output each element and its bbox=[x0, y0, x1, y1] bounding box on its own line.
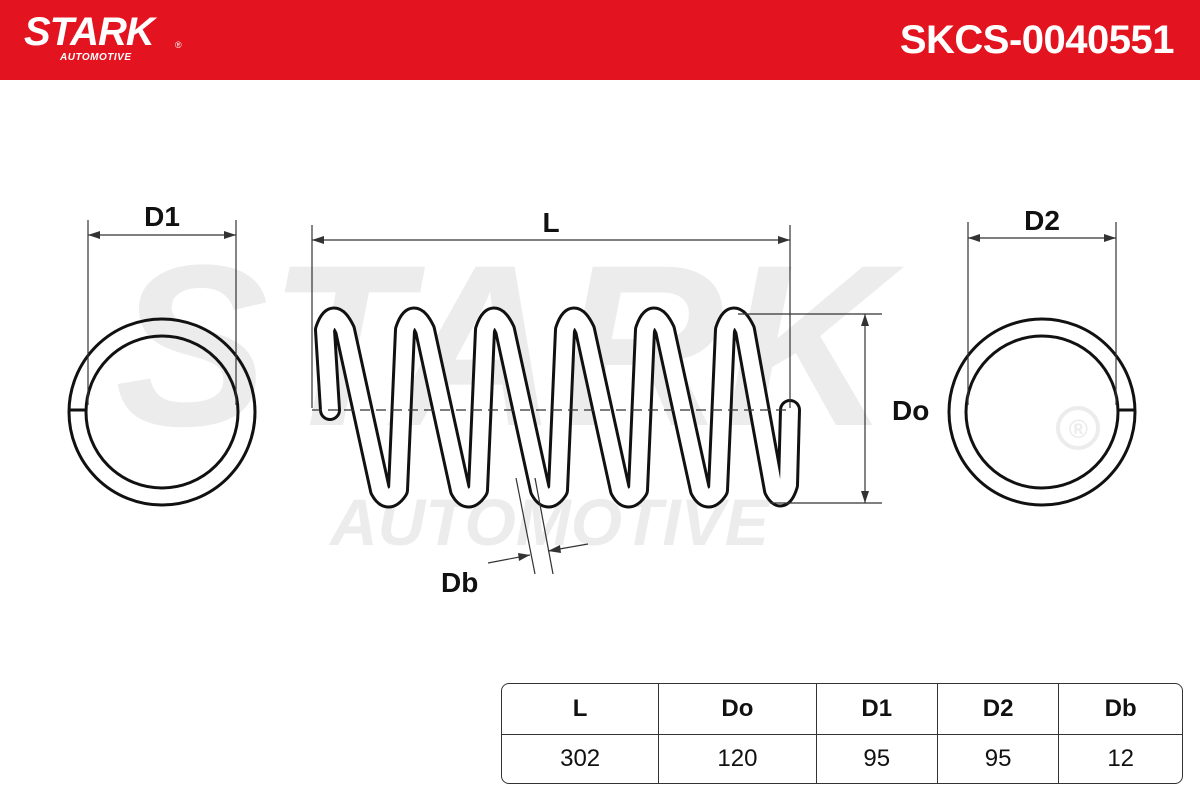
end-view-d1: D1 bbox=[67, 201, 257, 507]
stark-logo: STARK ® AUTOMOTIVE bbox=[24, 10, 182, 63]
label-do: Do bbox=[892, 395, 929, 426]
db-ext-left bbox=[515, 477, 536, 575]
spring-side-view: L Do Db bbox=[311, 207, 929, 598]
watermark-registered-circle bbox=[1056, 406, 1100, 450]
end-view-d2: D2 bbox=[947, 205, 1137, 507]
spec-header-row: L Do D1 D2 Db bbox=[502, 684, 1182, 735]
label-d1: D1 bbox=[144, 201, 180, 232]
spec-value-l: 302 bbox=[502, 735, 660, 783]
d1-arrow-right bbox=[224, 231, 236, 239]
logo-brand: STARK bbox=[24, 10, 155, 54]
part-code: SKCS-0040551 bbox=[899, 18, 1175, 62]
label-db: Db bbox=[441, 567, 478, 598]
header-bar: STARK ® AUTOMOTIVE SKCS-0040551 bbox=[0, 0, 1200, 80]
l-arrow-left bbox=[312, 236, 324, 244]
do-arrow-top bbox=[861, 314, 869, 326]
ring-d2-inner bbox=[964, 334, 1120, 490]
spec-header-do: Do bbox=[659, 684, 817, 735]
spec-table: L Do D1 D2 Db 302 120 95 95 12 bbox=[501, 683, 1183, 784]
watermark-registered-mark: ® bbox=[1068, 414, 1088, 444]
do-arrow-bottom bbox=[861, 491, 869, 503]
d1-arrow-left bbox=[88, 231, 100, 239]
spec-value-d2: 95 bbox=[938, 735, 1060, 783]
spec-value-db: 12 bbox=[1107, 745, 1135, 772]
l-arrow-right bbox=[778, 236, 790, 244]
spec-value-do: 120 bbox=[659, 735, 817, 783]
d2-arrow-right bbox=[1104, 234, 1116, 242]
spec-value-row: 302 120 95 95 12 bbox=[502, 735, 1182, 783]
logo-subtitle: AUTOMOTIVE bbox=[60, 52, 132, 63]
label-l: L bbox=[542, 207, 559, 238]
db-arrow-left bbox=[518, 553, 530, 561]
ring-d1-outer bbox=[67, 317, 257, 507]
spec-header-d1: D1 bbox=[816, 684, 938, 735]
ring-d2-outer bbox=[947, 317, 1137, 507]
ring-d1-inner bbox=[84, 334, 240, 490]
spec-header-l: L bbox=[502, 684, 660, 735]
spec-value-d1: 95 bbox=[817, 735, 938, 783]
logo-registered-mark: ® bbox=[175, 40, 182, 50]
label-d2: D2 bbox=[1024, 205, 1060, 236]
db-arrow-right bbox=[548, 545, 561, 553]
spec-header-db: Db bbox=[1059, 684, 1182, 735]
db-ext-right bbox=[534, 477, 554, 575]
spec-header-d2: D2 bbox=[937, 684, 1060, 735]
d2-arrow-left bbox=[968, 234, 980, 242]
